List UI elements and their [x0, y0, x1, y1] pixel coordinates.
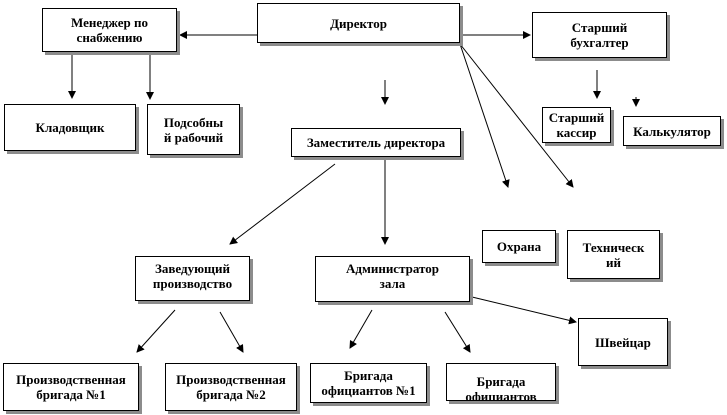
node-security: Охрана	[482, 230, 556, 263]
arrow-director-to-security	[459, 43, 510, 188]
node-production-team-2: Производственная бригада №2	[165, 363, 297, 411]
arrow-director-to-technical	[459, 43, 574, 188]
node-deputy-director: Заместитель директора	[291, 128, 461, 157]
node-calculator: Калькулятор	[623, 116, 721, 146]
node-production-team-1: Производственная бригада №1	[3, 363, 139, 411]
arrow-hall-admin-to-doorman	[471, 296, 577, 325]
arrow-hall-admin-to-waiters-1	[349, 309, 373, 349]
node-storekeeper: Кладовщик	[4, 104, 136, 151]
node-supply-manager: Менеджер по снабжению	[42, 8, 177, 52]
node-waiters-team-2: Бригада официантов	[446, 363, 556, 401]
node-waiters-team-1: Бригада официантов №1	[310, 363, 427, 403]
node-senior-cashier: Старший кассир	[542, 107, 611, 143]
node-production-head: Заведующий производство	[135, 256, 250, 301]
arrow-hall-admin-to-waiters-2	[444, 311, 471, 353]
arrow-production-head-to-team-2	[219, 311, 244, 353]
node-handyman: Подсобны й рабочий	[147, 104, 240, 155]
arrow-deputy-to-production-head	[229, 163, 336, 245]
node-director: Директор	[257, 3, 460, 43]
node-technical: Техническ ий	[567, 230, 660, 279]
node-hall-admin: Администратор зала	[315, 256, 470, 302]
node-chief-accountant: Старший бухгалтер	[532, 12, 667, 58]
arrow-production-head-to-team-1	[136, 309, 176, 353]
node-doorman: Швейцар	[578, 318, 668, 366]
